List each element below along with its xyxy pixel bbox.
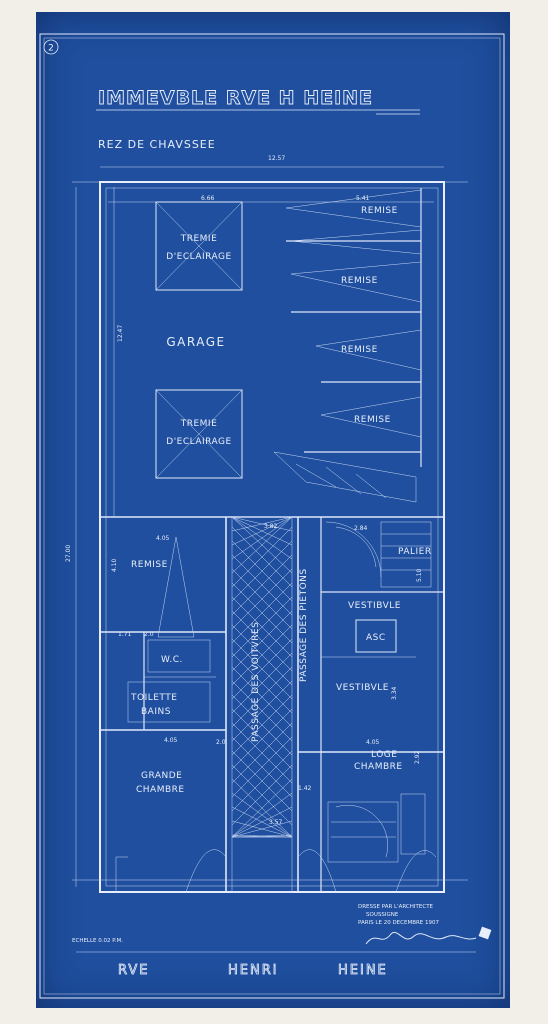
dim-right-bay: 5.41	[356, 195, 370, 202]
tremie-1	[155, 201, 243, 291]
dim-mid-left: 4.05	[156, 535, 170, 542]
toilette-label-a: TOILETTE	[130, 693, 177, 703]
dim-mid-passage: 3.82	[264, 523, 278, 530]
garage-label: GARAGE	[166, 335, 225, 349]
signature-line-1: DRESSE PAR L'ARCHITECTE	[358, 904, 434, 910]
vestibule-2-label: VESTIBVLE	[336, 683, 389, 693]
tremie-2-label-a: TREMIE	[180, 419, 218, 429]
dim-remise-h: 4.10	[111, 558, 118, 572]
dim-small-3: 2.0	[216, 739, 226, 746]
dim-total-depth: 27.00	[65, 545, 72, 562]
floor-plan: 2 IMMEVBLE RVE H HEINE REZ DE CHAVSSEE 1…	[39, 33, 505, 999]
tremie-2	[155, 389, 243, 479]
wc-room	[147, 639, 211, 673]
grande-chambre-label-b: CHAMBRE	[136, 785, 185, 795]
remise-1-label: REMISE	[361, 206, 398, 216]
floor-label: REZ DE CHAVSSEE	[98, 138, 216, 151]
street-word-3: HEINE	[338, 963, 388, 978]
dim-depth-left: 12.47	[117, 325, 124, 342]
signature-line-3: PARIS LE 20 DECEMBRE 1907	[358, 920, 440, 926]
dim-palier-h: 5.10	[416, 568, 423, 582]
building-inner-outline	[105, 187, 439, 887]
sheet-inner-border	[43, 37, 501, 995]
dim-mid-right: 2.84	[354, 525, 368, 532]
loge-stair	[327, 801, 399, 863]
tremie-1-label-a: TREMIE	[180, 234, 218, 244]
remise-2-label: REMISE	[341, 276, 378, 286]
dim-loge-h: 2.92	[414, 750, 421, 764]
asc-shaft	[355, 619, 397, 653]
wc-label: W.C.	[161, 655, 183, 665]
architect-signature	[365, 931, 477, 945]
palier-label: PALIER	[398, 547, 432, 557]
tremie-2-label-b: D'ECLAIRAGE	[166, 437, 231, 447]
stamp-mark	[478, 926, 492, 940]
blueprint-sheet: 2 IMMEVBLE RVE H HEINE REZ DE CHAVSSEE 1…	[36, 12, 510, 1008]
palier-stair	[325, 521, 432, 588]
dim-small-1: 1.71	[118, 631, 132, 638]
passage-lattice	[231, 516, 293, 838]
street-word-2: HENRi	[228, 963, 278, 978]
tremie-1-label-b: D'ECLAIRAGE	[166, 252, 231, 262]
loge-label-a: LOGE	[371, 750, 397, 760]
dim-left-bay: 6.66	[201, 195, 215, 202]
street-word-1: RVE	[118, 963, 149, 978]
sheet-number: 2	[48, 44, 54, 54]
loge-label-b: CHAMBRE	[354, 762, 403, 772]
scale-label: ECHELLE 0.02 P.M.	[72, 938, 123, 944]
passage-voitures-label: PASSAGE DES VOITVRES	[251, 622, 261, 742]
grande-chambre-label-a: GRANDE	[141, 771, 182, 781]
asc-label: ASC	[366, 633, 386, 643]
remise-4-label: REMISE	[354, 415, 391, 425]
sheet-title: IMMEVBLE RVE H HEINE	[98, 87, 373, 109]
dim-right-lower: 4.05	[366, 739, 380, 746]
vestibule-1-label: VESTIBVLE	[348, 601, 401, 611]
remise-3-label: REMISE	[341, 345, 378, 355]
remise-fans	[285, 189, 422, 453]
remise-5-fan	[157, 536, 195, 638]
sheet-number-circle	[43, 39, 59, 55]
dim-overall-width: 12.57	[268, 155, 285, 162]
signature-line-2: SOUSSIGNE	[366, 912, 399, 918]
loge-wc	[400, 793, 426, 855]
toilette-label-b: BAINS	[141, 707, 171, 717]
passage-pietons-label: PASSAGE DES PIETONS	[299, 568, 309, 682]
remise-5-label: REMISE	[131, 560, 168, 570]
dim-small-2: 2.0	[144, 631, 154, 638]
dim-vest-h: 3.34	[391, 686, 398, 700]
sheet-border	[39, 33, 505, 999]
garage-stair	[273, 451, 417, 503]
dim-left-lower: 4.05	[164, 737, 178, 744]
facade-bays	[115, 836, 437, 893]
dim-passage-bottom: 3.57	[269, 819, 283, 826]
toilette-room	[127, 681, 211, 723]
dim-mid-small: 1.42	[298, 785, 312, 792]
